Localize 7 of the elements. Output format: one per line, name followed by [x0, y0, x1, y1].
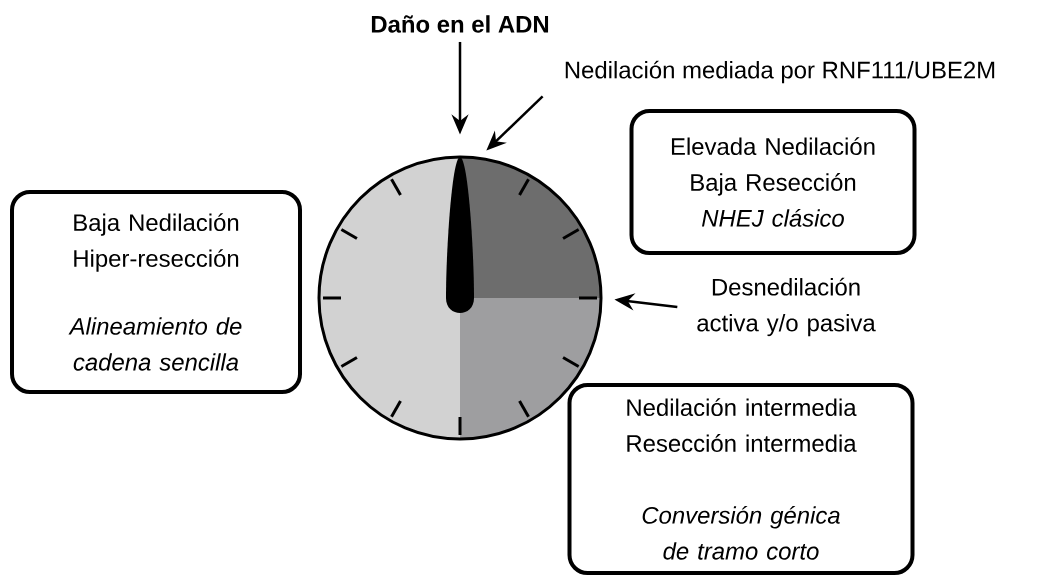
- outcome-box: Elevada Nedilación Baja Resección NHEJ clásico: [629, 109, 917, 255]
- annotation-text: Desnedilación activa y/o pasiva: [697, 277, 876, 337]
- annotation-text: Daño en el ADN: [371, 15, 549, 33]
- clock-drawing: [317, 155, 603, 441]
- outcome-box: Baja Nedilación Hiper-resección Alineamiento de cadena sencilla: [10, 190, 302, 394]
- annotation-text: Nedilación mediada por RNF111/UBE2M: [565, 60, 995, 84]
- outcome-box: Nedilación intermedia Resección intermedia Conversión génica de tramo corto: [567, 383, 915, 575]
